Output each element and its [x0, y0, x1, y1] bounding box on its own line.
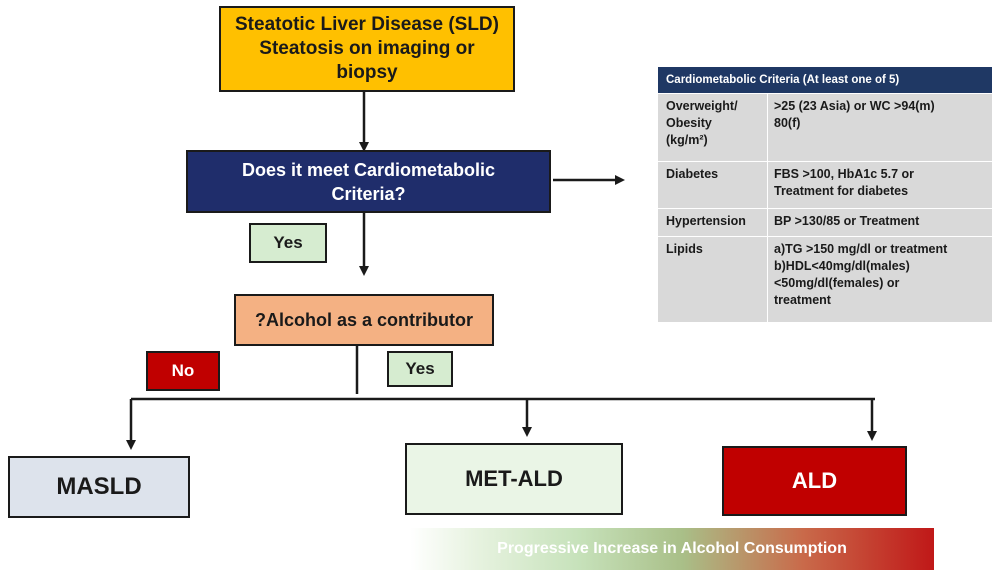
- no-label: No: [146, 351, 220, 391]
- sld-line: Steatotic Liver Disease (SLD): [235, 14, 499, 35]
- cardio-line: Does it meet Cardiometabolic: [241, 159, 496, 180]
- criteria-value: FBS >100, HbA1c 5.7 or Treatment for dia…: [768, 162, 992, 208]
- criteria-table-header: Cardiometabolic Criteria (At least one o…: [658, 67, 992, 93]
- category-line: (kg/m²): [666, 133, 708, 147]
- yes-cardio-label: Yes: [249, 223, 327, 263]
- value-line: treatment: [774, 293, 831, 307]
- masld-box: MASLD: [8, 456, 190, 518]
- criteria-category: Lipids: [658, 237, 768, 322]
- criteria-value: a)TG >150 mg/dl or treatment b)HDL<40mg/…: [768, 237, 992, 322]
- category-line: Obesity: [666, 116, 712, 130]
- criteria-value: BP >130/85 or Treatment: [768, 209, 992, 236]
- value-line: FBS >100, HbA1c 5.7 or: [774, 167, 914, 181]
- ald-box: ALD: [722, 446, 907, 516]
- criteria-category: Overweight/ Obesity (kg/m²): [658, 94, 768, 161]
- value-line: >25 (23 Asia) or WC >94(m): [774, 99, 935, 113]
- category-line: Diabetes: [666, 167, 719, 181]
- sld-line: biopsy: [336, 62, 398, 83]
- criteria-row-obesity: Overweight/ Obesity (kg/m²) >25 (23 Asia…: [658, 93, 992, 161]
- cardiometabolic-criteria-table: Cardiometabolic Criteria (At least one o…: [658, 67, 992, 322]
- yes-alcohol-label: Yes: [387, 351, 453, 387]
- value-line: a)TG >150 mg/dl or treatment: [774, 242, 948, 256]
- criteria-category: Hypertension: [658, 209, 768, 236]
- alcohol-consumption-gradient-bar: Progressive Increase in Alcohol Consumpt…: [410, 528, 934, 570]
- value-line: <50mg/dl(females) or: [774, 276, 900, 290]
- value-line: BP >130/85 or Treatment: [774, 214, 920, 228]
- cardiometabolic-question-box: Does it meet Cardiometabolic Criteria?: [186, 150, 551, 213]
- alcohol-question-box: ?Alcohol as a contributor: [234, 294, 494, 346]
- value-line: 80(f): [774, 116, 801, 130]
- category-line: Lipids: [666, 242, 703, 256]
- criteria-value: >25 (23 Asia) or WC >94(m) 80(f): [768, 94, 992, 161]
- value-line: Treatment for diabetes: [774, 184, 909, 198]
- category-line: Overweight/: [666, 99, 738, 113]
- metald-box: MET-ALD: [405, 443, 623, 515]
- cardio-line: Criteria?: [331, 183, 406, 204]
- criteria-category: Diabetes: [658, 162, 768, 208]
- criteria-row-lipids: Lipids a)TG >150 mg/dl or treatment b)HD…: [658, 236, 992, 322]
- category-line: Hypertension: [666, 214, 746, 228]
- criteria-row-diabetes: Diabetes FBS >100, HbA1c 5.7 or Treatmen…: [658, 161, 992, 208]
- progress-label: Progressive Increase in Alcohol Consumpt…: [497, 540, 847, 557]
- value-line: b)HDL<40mg/dl(males): [774, 259, 910, 273]
- sld-box: Steatotic Liver Disease (SLD) Steatosis …: [219, 6, 515, 92]
- sld-line: Steatosis on imaging or: [259, 38, 475, 59]
- criteria-row-hypertension: Hypertension BP >130/85 or Treatment: [658, 208, 992, 236]
